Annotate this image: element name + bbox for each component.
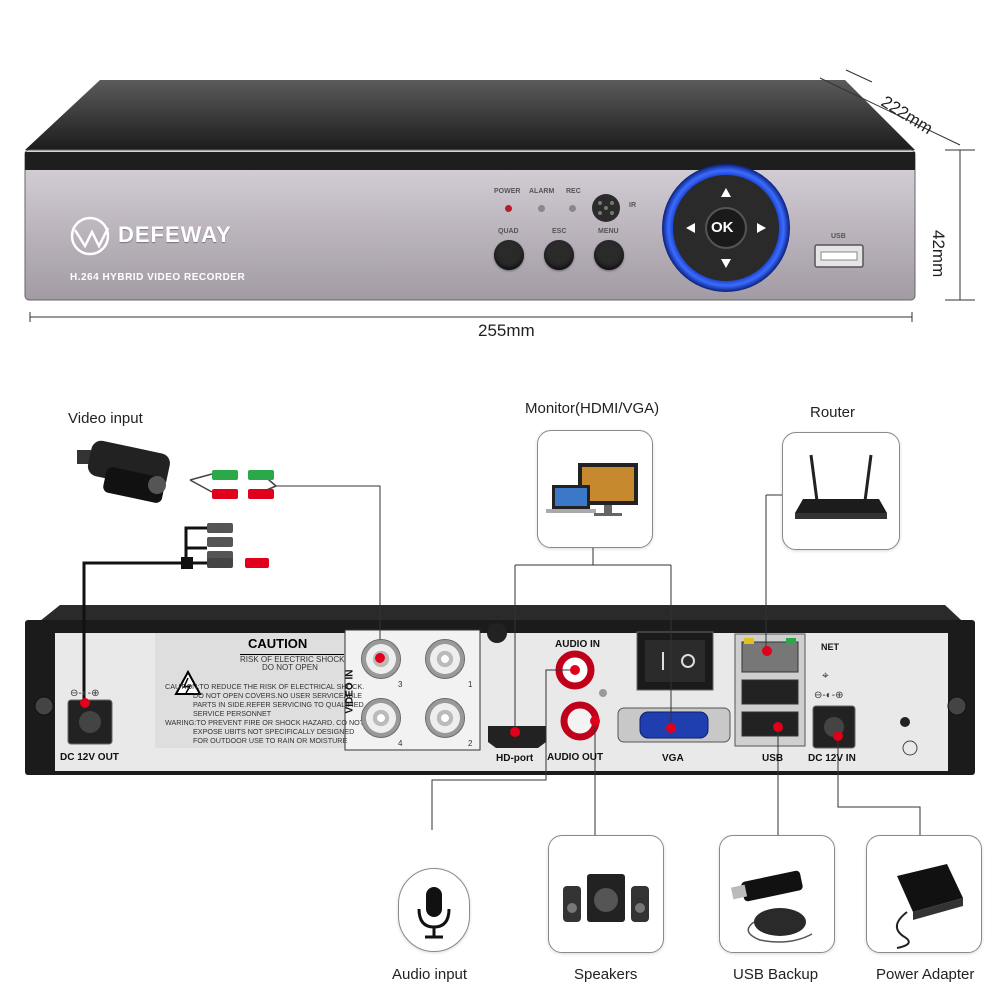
dpad-ok-label: OK: [711, 219, 734, 236]
quad-button-label: QUAD: [498, 228, 519, 235]
power-adapter-icon: [896, 864, 963, 949]
bullet-camera-icon: [77, 440, 170, 503]
dot-net: [762, 646, 772, 656]
vga-label: VGA: [662, 753, 684, 764]
dc-out-label: DC 12V OUT: [60, 752, 119, 763]
channel-label-2: 2: [468, 739, 473, 748]
speakers-box: [548, 835, 664, 953]
dot-dc-in: [833, 731, 843, 741]
caution-line: FOR OUTDOOR USE TO RAIN OR MOISTURE: [193, 736, 348, 745]
video-input-label: Video input: [68, 410, 143, 427]
channel-label-4: 4: [398, 739, 403, 748]
esc-button[interactable]: [544, 240, 574, 270]
indicator-label-rec: REC: [566, 188, 581, 195]
indicator-label-alarm: ALARM: [529, 188, 555, 195]
dc-in-label: DC 12V IN: [808, 753, 856, 764]
wiring-diagram: [25, 473, 975, 835]
power-adapter-box: [866, 835, 982, 953]
dot-audio-out: [590, 716, 600, 726]
power-plug-red-icon: [245, 558, 269, 568]
router-box: [782, 432, 900, 550]
router-label: Router: [810, 404, 856, 421]
bnc-channel-1[interactable]: [425, 639, 465, 679]
audio-input-label: Audio input: [392, 966, 468, 983]
height-dimension: 42mm: [929, 230, 948, 278]
microphone-icon: [417, 887, 451, 939]
caution-sub1: RISK OF ELECTRIC SHOCK: [240, 654, 345, 664]
power-led-icon: [505, 205, 512, 212]
power-plug-4-icon: [207, 558, 233, 568]
power-plug-3-icon: [207, 551, 233, 561]
monitor-icon: [546, 463, 638, 516]
bnc-channel-2[interactable]: [425, 698, 465, 738]
caution-line: EXPOSE UBITS NOT SPECIFICALLY DESIGNED: [193, 727, 355, 736]
power-plug-2-icon: [207, 537, 233, 547]
ir-label: IR: [629, 202, 636, 209]
indicator-label-power: POWER: [494, 188, 521, 195]
speakers-icon: [563, 874, 649, 922]
channel-label-1: 1: [468, 680, 473, 689]
channel-label-3: 3: [398, 680, 403, 689]
usb-drive-and-mouse-icon: [730, 870, 813, 943]
dot-dc-out: [80, 698, 90, 708]
power-adapter-label: Power Adapter: [876, 966, 975, 983]
rec-led-icon: [569, 205, 576, 212]
audio-out-label: AUDIO OUT: [547, 752, 604, 763]
bnc-channel-4[interactable]: [361, 698, 401, 738]
esc-button-label: ESC: [552, 228, 567, 235]
video-plug-red-right-icon: [248, 489, 274, 499]
caution-line: DO NOT OPEN COVERS.NO USER SERVICEABLE: [193, 691, 363, 700]
dot-audio-in: [570, 665, 580, 675]
video-in-label: VIDEO IN: [344, 669, 356, 714]
video-plug-green-right-icon: [248, 470, 274, 480]
power-plug-1-icon: [207, 523, 233, 533]
monitor-label: Monitor(HDMI/VGA): [525, 400, 660, 417]
speakers-label: Speakers: [574, 966, 638, 983]
caution-sub2: DO NOT OPEN: [262, 663, 318, 672]
alarm-led-icon: [538, 205, 545, 212]
dc-out-polarity-icon: ⊖-◐-⊕: [70, 688, 100, 699]
caution-line: SERVICE PERSONNET: [193, 709, 272, 718]
dc-in-polarity-icon: ⊖-◐-⊕: [814, 690, 844, 701]
caution-line: WARING:TO PREVENT FIRE OR SHOCK HAZARD. …: [165, 718, 365, 727]
dot-vga: [666, 723, 676, 733]
usb-backup-box: [719, 835, 835, 953]
width-dimension: 255mm: [478, 321, 535, 340]
caution-line: CAUTION:TO REDUCE THE RISK OF ELECTRICAL…: [165, 682, 365, 691]
menu-button[interactable]: [594, 240, 624, 270]
quad-button[interactable]: [494, 240, 524, 270]
dvr-front-view: DEFEWAY H.264 HYBRID VIDEO RECORDER POWE…: [0, 0, 1000, 350]
net-icon: ⌖: [822, 668, 829, 682]
caution-text-block: CAUTION:TO REDUCE THE RISK OF ELECTRICAL…: [165, 682, 365, 745]
brand-logo-text: DEFEWAY: [118, 222, 232, 247]
router-icon: [795, 454, 887, 519]
menu-button-label: MENU: [598, 228, 619, 235]
net-label: NET: [821, 642, 839, 652]
dot-video-ch3: [375, 653, 385, 663]
audio-input-box: [398, 868, 470, 952]
dot-hd-port: [510, 727, 520, 737]
caution-title: CAUTION: [248, 636, 308, 651]
dot-usb: [773, 722, 783, 732]
monitor-box: [537, 430, 653, 548]
video-plug-green-left-icon: [212, 470, 238, 480]
usb-label: USB: [762, 753, 784, 764]
audio-in-label: AUDIO IN: [555, 639, 600, 650]
front-usb-label: USB: [831, 233, 846, 240]
dvr-front-body: [24, 69, 975, 322]
caution-line: PARTS IN SIDE.REFER SERVICING TO QUALIFI…: [193, 700, 364, 709]
model-line: H.264 HYBRID VIDEO RECORDER: [70, 272, 246, 283]
hd-port-label: HD-port: [496, 753, 534, 764]
usb-backup-label: USB Backup: [733, 966, 819, 983]
video-plug-red-left-icon: [212, 489, 238, 499]
